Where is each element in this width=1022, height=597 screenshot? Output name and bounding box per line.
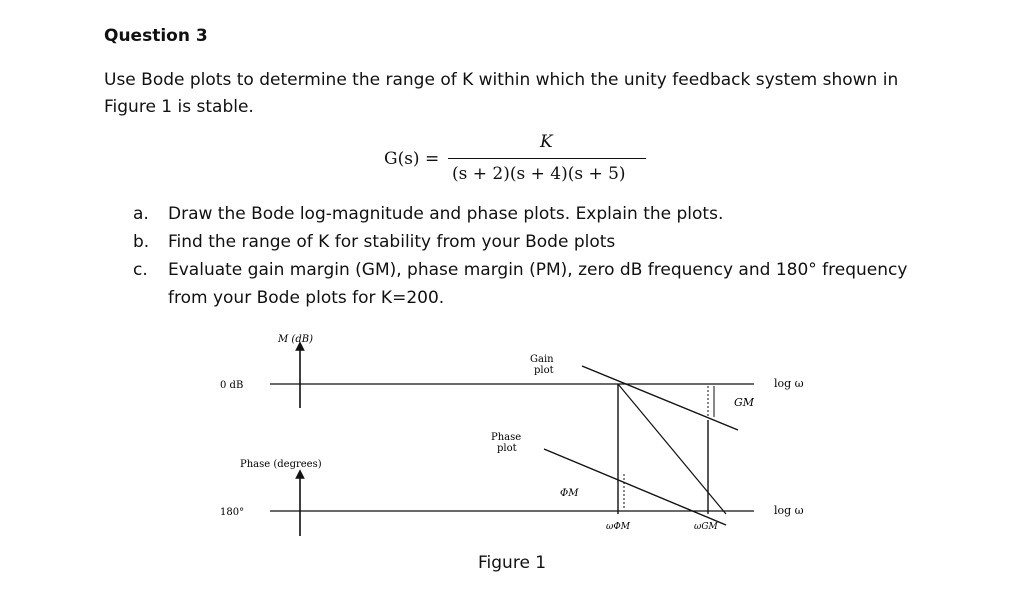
bode-figure: M (dB) 0 dB log ω Gain plot GM Phase plo…: [214, 324, 854, 553]
phase-plot-label: Phase: [491, 432, 521, 443]
question-text: Use Bode plots to determine the range of…: [104, 70, 899, 117]
diagonal-link: [617, 383, 727, 515]
log-w-label-top: log ω: [774, 377, 804, 390]
phi-m-label: ΦM: [560, 488, 579, 499]
question-title: Question 3: [104, 26, 208, 46]
formula-lhs: G(s) =: [384, 149, 440, 169]
figure-caption: Figure 1: [478, 553, 547, 573]
log-w-label-bottom: log ω: [774, 504, 804, 517]
gain-plot-label: Gain: [530, 354, 554, 365]
w-gm-label: ωGM: [694, 522, 719, 532]
fraction-bar: [448, 158, 646, 159]
part-marker: c.: [133, 260, 148, 280]
part-b: b. Find the range of K for stability fro…: [133, 228, 933, 256]
part-c: c. Evaluate gain margin (GM), phase marg…: [133, 256, 933, 312]
part-a: a. Draw the Bode log-magnitude and phase…: [133, 200, 933, 228]
question-parts: a. Draw the Bode log-magnitude and phase…: [133, 200, 933, 312]
part-text: Draw the Bode log-magnitude and phase pl…: [168, 204, 724, 224]
formula-denominator: (s + 2)(s + 4)(s + 5): [452, 164, 626, 184]
phase-plot-curve: [543, 448, 727, 526]
w-phi-m-label: ωΦM: [606, 522, 631, 532]
transfer-function: G(s) = K (s + 2)(s + 4)(s + 5): [370, 130, 670, 190]
magnitude-axis-label: M (dB): [277, 334, 313, 345]
bode-diagram: M (dB) 0 dB log ω Gain plot GM Phase plo…: [220, 334, 804, 536]
deg180-label: 180°: [220, 507, 244, 518]
gain-plot-label: plot: [534, 365, 554, 376]
gain-plot-curve: [581, 365, 739, 431]
zero-db-label: 0 dB: [220, 380, 243, 391]
gm-label: GM: [734, 396, 755, 409]
formula-numerator: K: [540, 132, 553, 152]
part-marker: a.: [133, 204, 149, 224]
phase-plot-label: plot: [497, 443, 517, 454]
part-text: Evaluate gain margin (GM), phase margin …: [168, 260, 908, 308]
part-text: Find the range of K for stability from y…: [168, 232, 616, 252]
part-marker: b.: [133, 232, 150, 252]
phase-axis-label: Phase (degrees): [240, 459, 322, 470]
